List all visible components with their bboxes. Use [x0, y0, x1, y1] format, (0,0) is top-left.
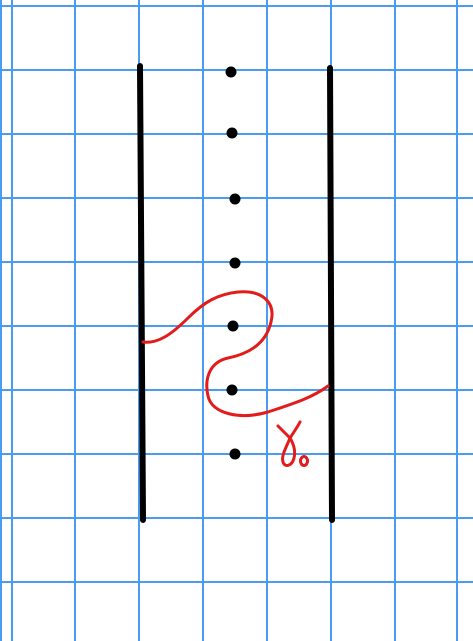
puncture-point: [229, 193, 241, 205]
gamma-glyph: [276, 420, 302, 467]
puncture-point: [226, 127, 238, 139]
curve-gamma-0: [141, 290, 330, 417]
subscript-zero-glyph: [299, 455, 309, 467]
left-boundary-line: [137, 63, 146, 523]
puncture-point: [227, 320, 239, 332]
puncture-point: [225, 66, 237, 78]
puncture-point: [229, 257, 241, 269]
puncture-point: [226, 384, 238, 396]
puncture-column: [225, 66, 241, 460]
curve-label-gamma-0: [276, 420, 309, 467]
right-boundary-line: [327, 65, 335, 523]
puncture-point: [229, 448, 241, 460]
